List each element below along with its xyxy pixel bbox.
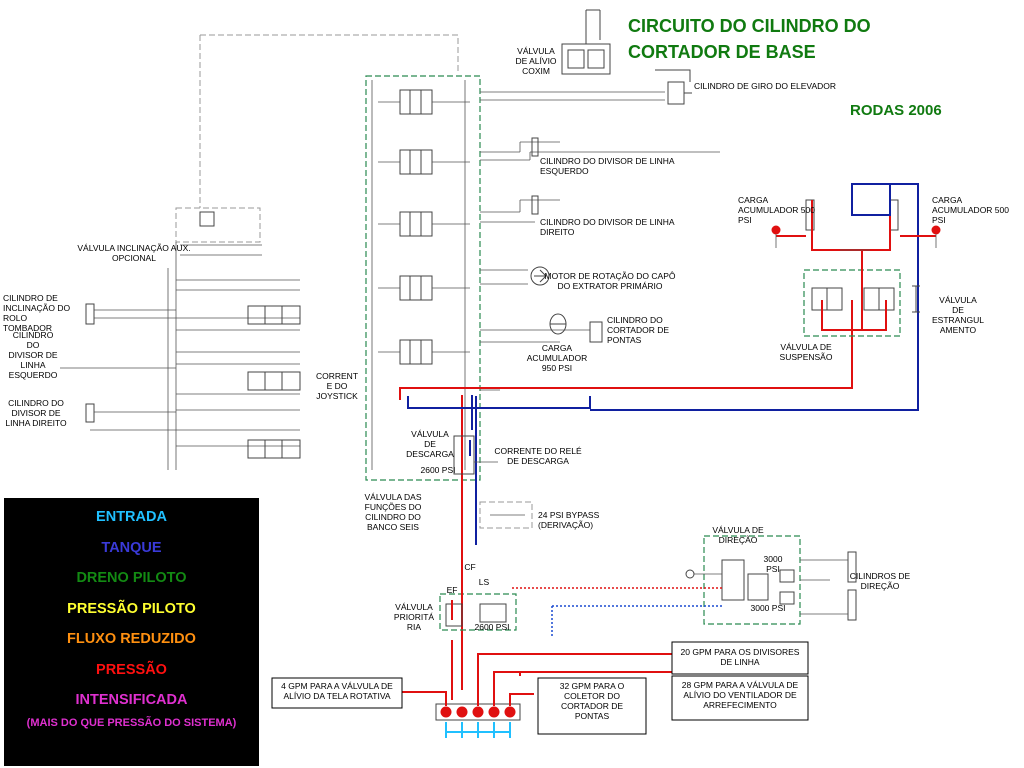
- aux-tilt-valve-block: [60, 207, 301, 470]
- legend-intensificada: INTENSIFICADA: [75, 692, 188, 708]
- legend-dreno-piloto: DRENO PILOTO: [76, 570, 187, 586]
- label-ls: LS: [479, 577, 490, 587]
- valve-bank-sections: [371, 80, 470, 470]
- relief-valve-cushion: [561, 9, 611, 75]
- info-box-4gpm: [271, 677, 403, 709]
- line-divider-cylinders-right: [531, 137, 539, 215]
- pump-outlet-manifold: [402, 653, 672, 738]
- priority-valve: [439, 580, 517, 631]
- legend-pressao-piloto: PRESSÃO PILOTO: [67, 600, 196, 617]
- info-box-28gpm: [671, 675, 809, 721]
- tank-line-left: [407, 396, 591, 409]
- info-box-32gpm: [537, 677, 647, 735]
- grey-dash-line-top: [200, 34, 459, 72]
- title-line1: CIRCUITO DO CILINDRO DO: [628, 16, 871, 36]
- label-psi-3000-b: 3000 PSI: [751, 603, 786, 613]
- label-ef: EF: [447, 585, 458, 595]
- extractor-motor: [530, 266, 550, 286]
- legend-tanque: TANQUE: [101, 539, 162, 556]
- color-legend: ENTRADA TANQUE DRENO PILOTO PRESSÃO PILO…: [4, 498, 259, 766]
- valve-bank-outline: [365, 75, 481, 481]
- tip-cutter-cylinder: [589, 321, 603, 343]
- pressure-line-suspension: [399, 300, 853, 400]
- elevator-swing-cylinder: [655, 69, 692, 105]
- discharge-valve: [453, 435, 498, 475]
- suspension-valve-group: [771, 184, 941, 337]
- legend-entrada: ENTRADA: [96, 509, 167, 525]
- label-psi-2600-b: 2600 PSI: [475, 622, 510, 632]
- subtitle: RODAS 2006: [850, 102, 942, 119]
- title-line2: CORTADOR DE BASE: [628, 42, 816, 62]
- label-cf: CF: [464, 562, 475, 572]
- legend-pressao: PRESSÃO: [96, 661, 167, 678]
- legend-note: (MAIS DO QUE PRESSÃO DO SISTEMA): [26, 716, 237, 729]
- bypass-valve: [479, 501, 533, 529]
- info-box-20gpm: [671, 641, 809, 675]
- label-psi-2600-a: 2600 PSI: [421, 465, 456, 475]
- bank-output-lines: [480, 91, 720, 391]
- steering-valve-group: [512, 535, 857, 636]
- accumulator-950: [549, 313, 567, 335]
- legend-fluxo-reduzido: FLUXO REDUZIDO: [67, 631, 196, 647]
- label-valvula-inclinacao: VÁLVULA INCLINAÇÃO AUX.OPCIONAL: [77, 243, 190, 263]
- label-cilindro-giro: CILINDRO DE GIRO DO ELEVADOR: [694, 81, 836, 91]
- label-bypass: 24 PSI BYPASS(DERIVAÇÃO): [538, 510, 600, 530]
